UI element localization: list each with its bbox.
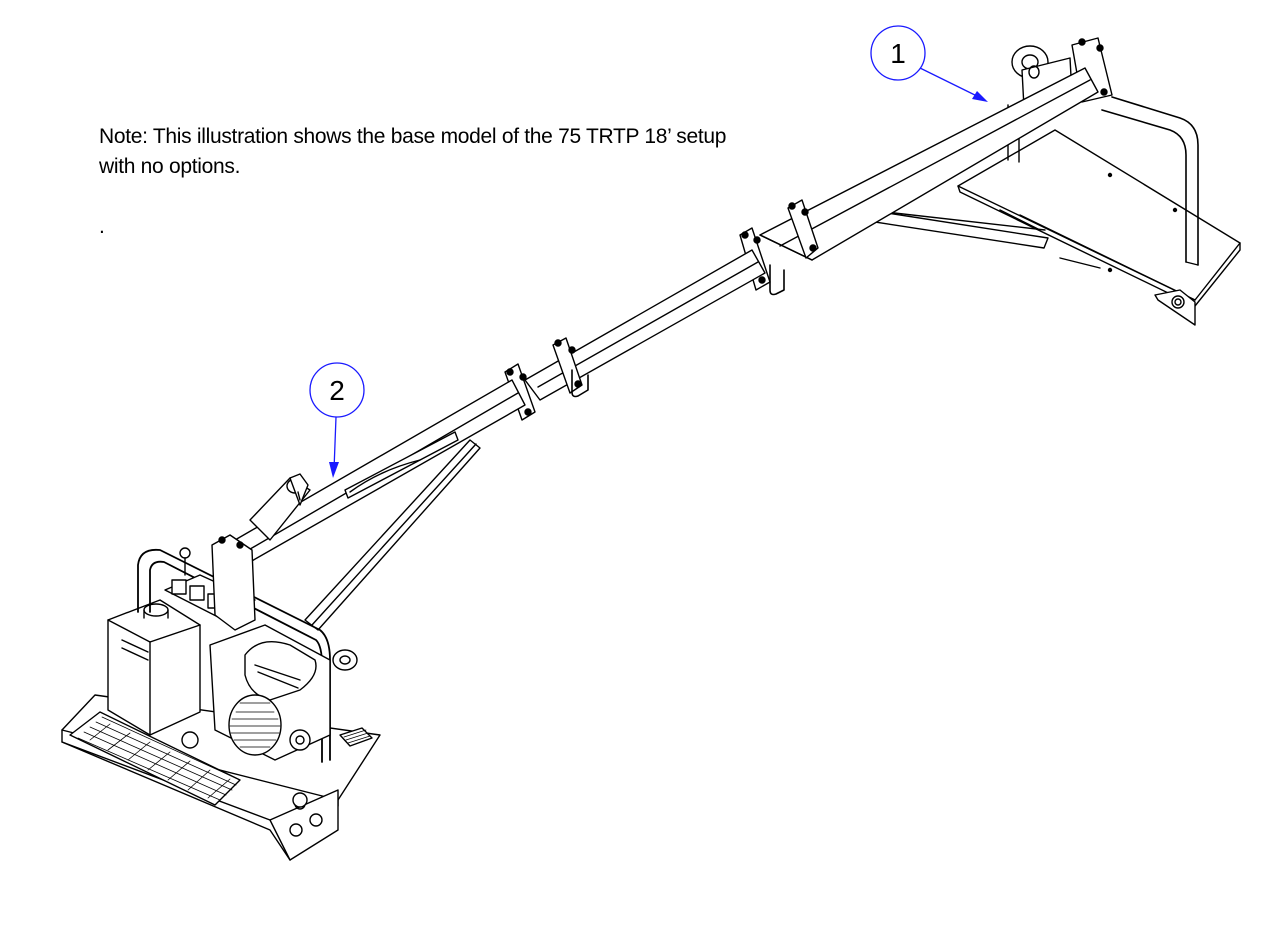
callout-1-label: 1: [890, 38, 906, 69]
illustration-note: Note: This illustration shows the base m…: [99, 122, 726, 182]
boom-section-2: [234, 379, 526, 631]
callout-1-bubble: [870, 25, 926, 81]
callout-2-label: 2: [329, 375, 345, 406]
callout-2-bubble: [309, 362, 365, 418]
callout-2-leader: [333, 416, 337, 471]
callout-1-arrowhead: [972, 91, 988, 102]
callout-2-arrowhead: [329, 462, 339, 478]
boom-section-mid: [504, 249, 766, 421]
power-unit: [61, 534, 381, 861]
note-line-1: Note: This illustration shows the base m…: [99, 125, 727, 148]
note-trailing-dot: .: [99, 215, 105, 238]
callout-1: 1: [870, 25, 988, 102]
callout-1-leader: [919, 67, 986, 101]
callout-2: 2: [309, 362, 365, 478]
note-line-2: with no options.: [99, 155, 241, 178]
